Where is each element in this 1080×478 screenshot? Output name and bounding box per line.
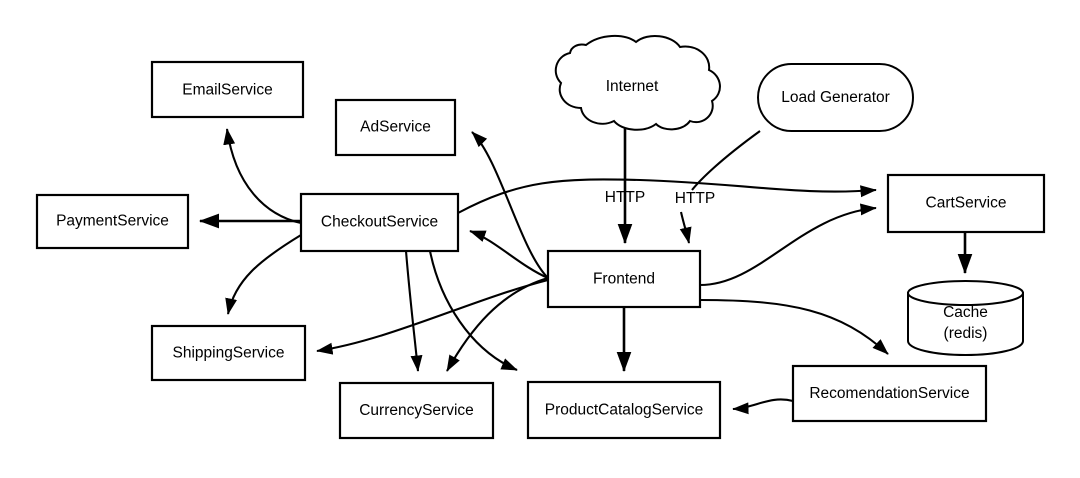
- node-email-service-label: EmailService: [182, 82, 272, 99]
- node-checkout-service-box: [299, 192, 460, 253]
- edge-recommend-productcatalog: [732, 398, 794, 415]
- edge-checkout-email: [223, 128, 302, 225]
- node-checkout-service[interactable]: CheckoutService: [299, 192, 460, 253]
- node-shipping-service-box: [150, 324, 307, 382]
- edge-label-http-loadgen: HTTP: [675, 190, 715, 207]
- node-payment-service[interactable]: PaymentService: [35, 193, 190, 250]
- edge-frontend-shipping: [316, 278, 549, 355]
- edge-label-http-internet: HTTP: [605, 189, 645, 206]
- node-currency-service-box: [338, 381, 495, 440]
- node-frontend-box: [546, 249, 702, 309]
- node-product-catalog-service-label: ProductCatalogService: [545, 402, 704, 419]
- cloud-icon: [554, 35, 721, 131]
- node-cart-service[interactable]: CartService: [886, 173, 1046, 234]
- node-recommendation-service-box: [791, 364, 988, 423]
- node-cache-label-line1: Cache: [943, 304, 988, 321]
- edge-loadgen-frontend: [691, 130, 761, 191]
- node-payment-service-box: [35, 193, 190, 250]
- node-ad-service[interactable]: AdService: [334, 98, 457, 157]
- node-load-generator[interactable]: Load Generator: [757, 63, 914, 132]
- edge-checkout-productcatalog: [428, 250, 518, 371]
- node-product-catalog-service[interactable]: ProductCatalogService: [526, 380, 722, 440]
- edge-frontend-recommend: [699, 298, 889, 355]
- node-payment-service-label: PaymentService: [56, 213, 169, 230]
- node-checkout-service-label: CheckoutService: [321, 214, 438, 231]
- node-load-generator-label: Load Generator: [781, 89, 890, 106]
- edge-frontend-checkout: [469, 230, 549, 279]
- node-email-service[interactable]: EmailService: [150, 60, 305, 119]
- node-currency-service[interactable]: CurrencyService: [338, 381, 495, 440]
- node-cart-service-label: CartService: [926, 195, 1007, 212]
- node-frontend-label: Frontend: [593, 271, 655, 288]
- edge-frontend-ad: [471, 131, 549, 279]
- edge-loadgen-frontend-tail: [679, 211, 692, 244]
- node-cart-service-box: [886, 173, 1046, 234]
- node-shipping-service[interactable]: ShippingService: [150, 324, 307, 382]
- edge-layer: [198, 128, 973, 415]
- node-currency-service-label: CurrencyService: [359, 402, 474, 419]
- node-internet[interactable]: Internet: [554, 35, 721, 131]
- node-ad-service-box: [334, 98, 457, 157]
- database-cylinder-icon: [907, 292, 1024, 357]
- node-ad-service-label: AdService: [360, 119, 431, 136]
- node-cache-label-line2: (redis): [944, 325, 988, 342]
- node-recommendation-service[interactable]: RecomendationService: [791, 364, 988, 423]
- edge-checkout-cart: [457, 178, 877, 214]
- node-frontend[interactable]: Frontend: [546, 249, 702, 309]
- node-internet-label: Internet: [606, 78, 659, 95]
- node-shipping-service-label: ShippingService: [172, 345, 284, 362]
- node-load-generator-shape: [757, 63, 914, 132]
- node-product-catalog-service-box: [526, 380, 722, 440]
- node-email-service-box: [150, 60, 305, 119]
- database-cylinder-top: [907, 280, 1024, 306]
- edge-checkout-shipping: [225, 234, 302, 315]
- edge-frontend-cart: [699, 203, 877, 287]
- node-recommendation-service-label: RecomendationService: [809, 385, 969, 402]
- node-cache[interactable]: Cache (redis): [907, 280, 1024, 357]
- edge-checkout-currency: [404, 250, 423, 372]
